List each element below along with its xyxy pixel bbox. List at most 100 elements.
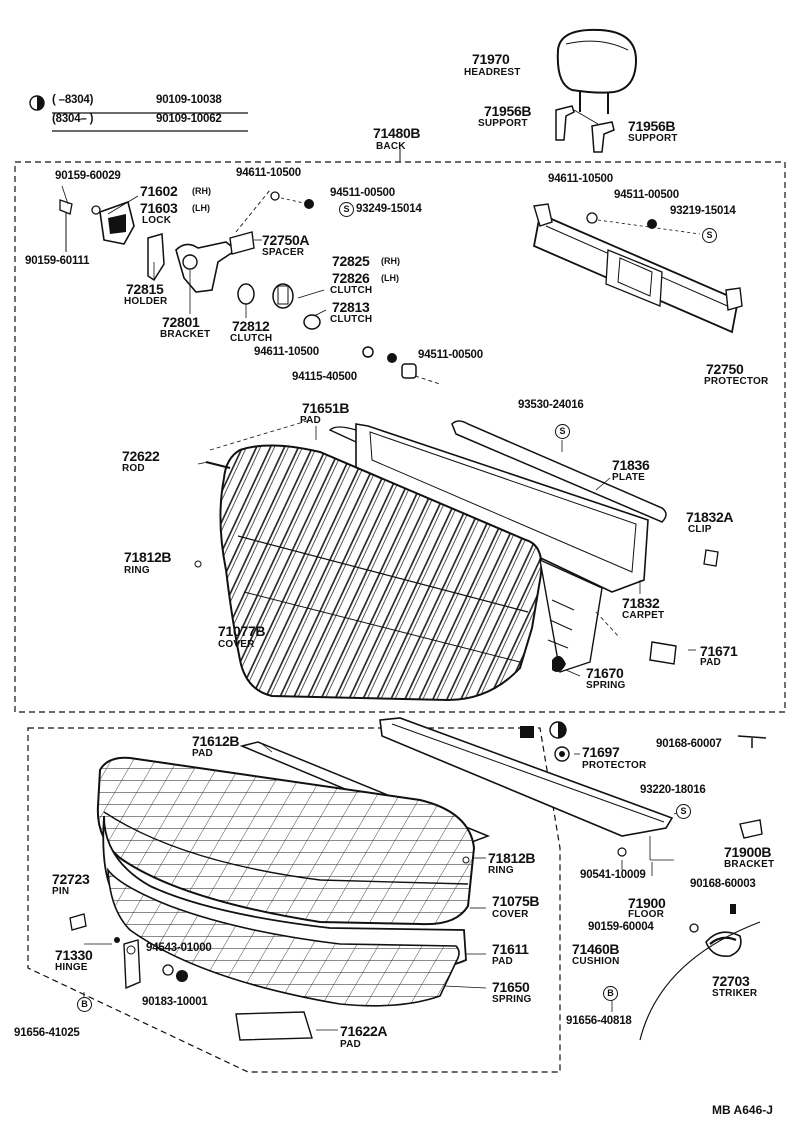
protector-72750-drawing [532,203,743,334]
name-71956b-right: SUPPORT [628,133,678,144]
legend-row-2-range: (8304– ) [52,113,94,125]
label-72826: 72826 [332,270,370,286]
name-71603: LOCK [142,215,172,226]
name-72815: HOLDER [124,296,168,307]
label-71900: 71900 [628,895,666,911]
legend-box [29,95,248,132]
name-72723: PIN [52,886,70,897]
label-71956b-left: 71956B [484,103,532,119]
name-71832a: CLIP [688,524,712,535]
label-71812b-b: 71812B [488,850,536,866]
label-90159-60029: 90159-60029 [55,170,121,182]
tag-71603: (LH) [192,203,210,213]
label-72825: 72825 [332,253,370,269]
label-71077b: 71077B [218,623,266,639]
label-94511-00500-a: 94511-00500 [330,187,395,199]
label-94511-00500-b: 94511-00500 [614,189,679,201]
name-71330: HINGE [55,962,88,973]
name-71900b: BRACKET [724,859,775,870]
label-72812: 72812 [232,318,270,334]
label-72801: 72801 [162,314,200,330]
name-71650: SPRING [492,994,532,1005]
label-93219-15014: 93219-15014 [670,205,736,217]
marker-b-left: B [77,997,92,1012]
label-71697: 71697 [582,744,620,760]
label-71075b: 71075B [492,893,540,909]
tag-71602: (RH) [192,186,211,196]
label-72750: 72750 [706,361,744,377]
name-72750: PROTECTOR [704,376,769,387]
name-71480b: BACK [376,141,406,152]
name-71077b: COVER [218,639,255,650]
back-assembly-boundary [14,161,786,713]
label-71611: 71611 [492,941,529,957]
name-71460b: CUSHION [572,956,620,967]
label-94543-01000: 94543-01000 [146,942,212,954]
name-72826: CLUTCH [330,285,373,296]
label-71956b-right: 71956B [628,118,676,134]
cushion-drawing [69,717,767,1041]
cushion-assembly-boundary [27,727,561,1073]
label-71671: 71671 [700,643,738,659]
legend-row-1-part: 90109-10038 [156,94,222,106]
legend-row-2-part: 90109-10062 [156,113,222,125]
name-71622a: PAD [340,1039,361,1050]
label-90183-10001: 90183-10001 [142,996,208,1008]
label-71602: 71602 [140,183,178,199]
leader-lines [61,185,696,1031]
name-71970: HEADREST [464,67,521,78]
name-72801: BRACKET [160,329,211,340]
label-93249-15014: 93249-15014 [356,203,422,215]
label-71622a: 71622A [340,1023,388,1039]
label-71670: 71670 [586,665,624,681]
name-71956b-left: SUPPORT [478,118,528,129]
label-71480b: 71480B [373,125,421,141]
name-72622: ROD [122,463,145,474]
name-71832: CARPET [622,610,665,621]
marker-b-right: B [603,986,618,1001]
label-90168-60003: 90168-60003 [690,878,756,890]
label-72813: 72813 [332,299,370,315]
label-71460b: 71460B [572,941,620,957]
tag-72826: (LH) [381,273,399,283]
name-71697: PROTECTOR [582,760,647,771]
support-drawings [555,105,615,153]
name-71651b: PAD [300,415,321,426]
name-71812b-b: RING [488,865,514,876]
label-93220-18016: 93220-18016 [640,784,706,796]
label-94511-00500-c: 94511-00500 [418,349,483,361]
label-72703: 72703 [712,973,750,989]
label-90168-60007: 90168-60007 [656,738,722,750]
tag-72825: (RH) [381,256,400,266]
label-71900b: 71900B [724,844,772,860]
label-93530-24016: 93530-24016 [518,399,584,411]
name-71836: PLATE [612,472,646,483]
label-71330: 71330 [55,947,93,963]
label-91656-40818: 91656-40818 [566,1015,632,1027]
seatback-drawing [194,419,719,702]
label-71832: 71832 [622,595,660,611]
headrest-drawing [556,28,638,114]
label-72750a: 72750A [262,232,310,248]
label-90541-10009: 90541-10009 [580,869,646,881]
label-71970: 71970 [472,51,510,67]
label-72723: 72723 [52,871,90,887]
label-94611-10500-a: 94611-10500 [236,167,301,179]
name-71671: PAD [700,657,721,668]
label-94611-10500-b: 94611-10500 [548,173,613,185]
marker-s-93219: S [702,228,717,243]
name-71075b: COVER [492,909,529,920]
reference-code: MB A646-J [712,1103,773,1117]
name-71900: FLOOR [628,909,664,920]
legend-row-1-range: ( –8304) [52,94,94,106]
label-94611-10500-c: 94611-10500 [254,346,319,358]
label-71651b: 71651B [302,400,350,416]
name-71812b-a: RING [124,565,150,576]
label-71650: 71650 [492,979,530,995]
name-71612b: PAD [192,748,213,759]
label-72622: 72622 [122,448,160,464]
marker-s-93249: S [339,202,354,217]
name-71670: SPRING [586,680,626,691]
name-72812: CLUTCH [230,333,273,344]
